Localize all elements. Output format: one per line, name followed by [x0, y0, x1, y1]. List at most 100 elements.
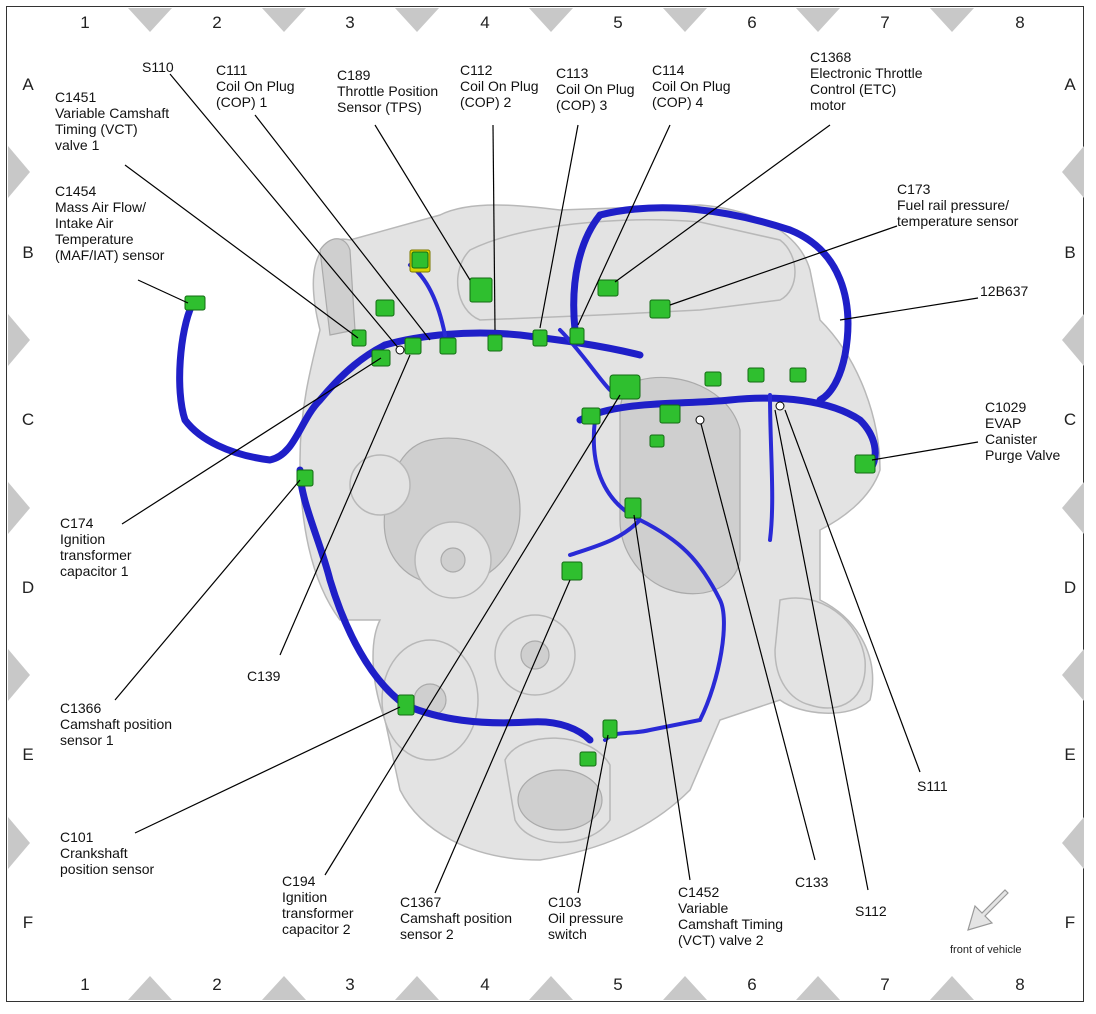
border-triangle-right-4	[1062, 817, 1084, 869]
grid-col-bottom-2: 2	[212, 975, 221, 994]
border-triangle-left-2	[8, 482, 30, 534]
callout-c1454-line: C1454	[55, 183, 96, 199]
grid-row-right-A: A	[1064, 75, 1076, 94]
grid-col-top-4: 4	[480, 13, 489, 32]
callout-c1367-line: C1367	[400, 894, 441, 910]
callout-c1367-line: sensor 2	[400, 926, 454, 942]
callout-c1366-line: sensor 1	[60, 732, 114, 748]
border-triangle-top-1	[262, 8, 306, 32]
grid-row-right-F: F	[1065, 913, 1075, 932]
callout-c194-line: C194	[282, 873, 316, 889]
callout-c111-line: Coil On Plug	[216, 78, 295, 94]
callout-c189-line: C189	[337, 67, 371, 83]
callout-s110-line: S110	[142, 59, 174, 75]
callout-h12b637: 12B637	[980, 283, 1028, 299]
border-triangle-top-3	[529, 8, 573, 32]
callout-c103-line: C103	[548, 894, 582, 910]
callout-c111-line: C111	[216, 62, 248, 78]
border-triangle-top-5	[796, 8, 840, 32]
border-triangle-left-4	[8, 817, 30, 869]
callout-c1452-line: (VCT) valve 2	[678, 932, 764, 948]
border-triangle-bottom-5	[796, 976, 840, 1000]
callout-c194-line: transformer	[282, 905, 354, 921]
callout-c189-line: Throttle Position	[337, 83, 438, 99]
callout-c113-line: Coil On Plug	[556, 81, 635, 97]
callout-c112-line: (COP) 2	[460, 94, 512, 110]
border-triangle-bottom-3	[529, 976, 573, 1000]
callout-c1368-line: C1368	[810, 49, 851, 65]
callout-c114-line: (COP) 4	[652, 94, 704, 110]
border-triangle-top-0	[128, 8, 172, 32]
engine-illustration	[299, 204, 881, 861]
callout-c103-line: switch	[548, 926, 587, 942]
leader-lines	[114, 73, 979, 894]
callout-c1029-line: Canister	[985, 431, 1037, 447]
callout-c194-line: Ignition	[282, 889, 327, 905]
callout-c1451-line: C1451	[55, 89, 96, 105]
border-triangle-right-2	[1062, 482, 1084, 534]
callout-c174-line: transformer	[60, 547, 132, 563]
callout-c103-line: Oil pressure	[548, 910, 624, 926]
callout-c113-line: C113	[556, 65, 589, 81]
grid-col-top-2: 2	[212, 13, 221, 32]
callout-c101-line: Crankshaft	[60, 845, 128, 861]
border-triangle-bottom-0	[128, 976, 172, 1000]
grid-border-markers	[8, 8, 1084, 1000]
border-triangle-left-3	[8, 649, 30, 701]
callout-c1368-line: Electronic Throttle	[810, 65, 923, 81]
border-triangle-top-6	[930, 8, 974, 32]
grid-row-right-D: D	[1064, 578, 1076, 597]
grid-row-left-D: D	[22, 578, 34, 597]
border-triangle-right-1	[1062, 314, 1084, 366]
callout-c139: C139	[247, 668, 281, 684]
front-of-vehicle-label: front of vehicle	[950, 944, 1022, 956]
callout-s111: S111	[917, 778, 948, 794]
border-triangle-top-2	[395, 8, 439, 32]
callout-c1454-line: Intake Air	[55, 215, 114, 231]
grid-col-bottom-7: 7	[880, 975, 889, 994]
grid-col-top-7: 7	[880, 13, 889, 32]
callout-c1368-line: motor	[810, 97, 846, 113]
callout-s112-line: S112	[855, 903, 887, 919]
splice-markers	[395, 345, 785, 425]
callout-c1452-line: Variable	[678, 900, 729, 916]
grid-col-bottom-3: 3	[345, 975, 354, 994]
border-triangle-right-3	[1062, 649, 1084, 701]
callout-c189-line: Sensor (TPS)	[337, 99, 422, 115]
callout-c133: C133	[795, 874, 829, 890]
callout-c111-line: (COP) 1	[216, 94, 268, 110]
border-triangle-top-4	[663, 8, 707, 32]
callout-c1029-line: EVAP	[985, 415, 1021, 431]
border-triangle-left-1	[8, 314, 30, 366]
callout-c101-line: C101	[60, 829, 94, 845]
grid-col-top-6: 6	[747, 13, 756, 32]
front-of-vehicle-indicator: front of vehicle	[950, 889, 1022, 956]
callout-c1367-line: Camshaft position	[400, 910, 512, 926]
callout-c174-line: C174	[60, 515, 94, 531]
callout-c139-line: C139	[247, 668, 281, 684]
callout-c1029-line: Purge Valve	[985, 447, 1060, 463]
callout-s111-line: S111	[917, 778, 948, 794]
callout-c133-line: C133	[795, 874, 829, 890]
grid-col-top-8: 8	[1015, 13, 1024, 32]
callout-c1366-line: C1366	[60, 700, 101, 716]
border-triangle-bottom-1	[262, 976, 306, 1000]
grid-row-left-E: E	[22, 745, 33, 764]
callout-c173-line: C173	[897, 181, 931, 197]
grid-col-bottom-8: 8	[1015, 975, 1024, 994]
callout-c1454-line: Temperature	[55, 231, 134, 247]
grid-row-right-E: E	[1064, 745, 1075, 764]
grid-col-bottom-6: 6	[747, 975, 756, 994]
